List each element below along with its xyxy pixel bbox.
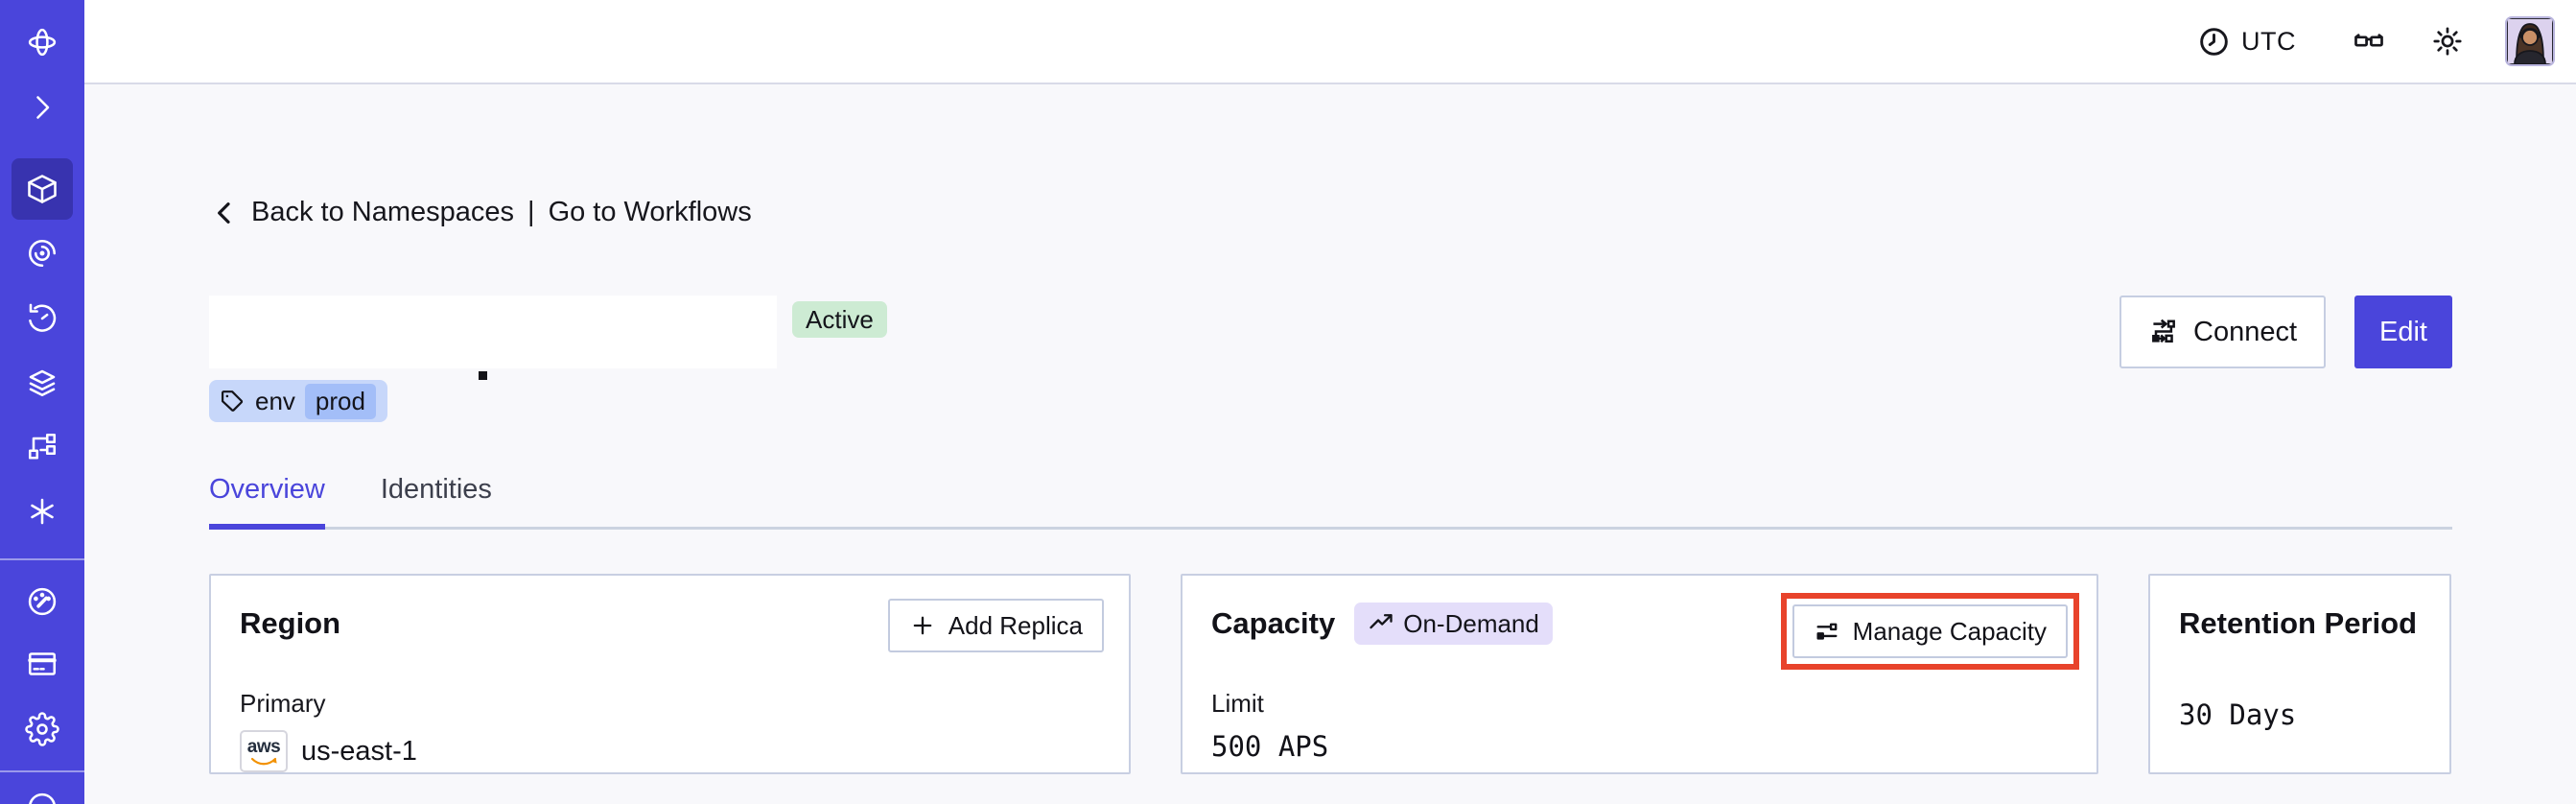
region-card-title: Region: [240, 606, 341, 640]
capacity-card-title: Capacity: [1211, 606, 1336, 640]
gauge-icon: [28, 587, 57, 616]
namespace-title-row: Active Connect Edit: [209, 296, 2452, 380]
aws-smile-arc: [250, 757, 277, 765]
manage-capacity-button[interactable]: Manage Capacity: [1791, 604, 2068, 658]
sidebar-expand-button[interactable]: [25, 90, 59, 125]
sidebar: [0, 0, 84, 804]
labs-mode-button[interactable]: [2352, 24, 2386, 59]
layers-icon: [29, 369, 56, 397]
workflows-link-label: Go to Workflows: [548, 197, 752, 227]
highlight-annotation: Manage Capacity: [1780, 593, 2079, 670]
gear-icon: [25, 712, 59, 746]
namespace-title-redacted: [209, 296, 777, 380]
sidebar-item-usage[interactable]: [25, 584, 59, 619]
clock-countdown-icon: [29, 303, 57, 332]
sidebar-item-settings[interactable]: [25, 712, 59, 746]
timezone-button[interactable]: UTC: [2197, 25, 2296, 59]
clock-icon: [2200, 27, 2228, 56]
region-card: Region Add Replica Primary aws us-east-1: [209, 574, 1131, 774]
sidebar-item-schedules[interactable]: [25, 301, 59, 336]
sidebar-item-deployments[interactable]: [25, 430, 59, 464]
redaction-artifact: [479, 371, 487, 380]
plus-icon: [913, 616, 932, 635]
manage-capacity-label: Manage Capacity: [1852, 616, 2047, 646]
top-bar: UTC: [84, 0, 2576, 84]
add-replica-label: Add Replica: [948, 610, 1083, 640]
theme-toggle-button[interactable]: [2430, 24, 2465, 59]
spiral-icon: [28, 239, 57, 268]
tab-identities[interactable]: Identities: [380, 474, 492, 505]
retention-value: 30 Days: [2179, 698, 2297, 731]
namespace-tag: env prod: [209, 380, 387, 422]
back-to-namespaces-link[interactable]: Back to Namespaces: [209, 197, 514, 228]
retention-card-title: Retention Period: [2179, 606, 2418, 640]
chevron-right-icon: [36, 96, 50, 119]
connect-flow-icon: [2152, 319, 2175, 343]
branch-icon: [28, 433, 57, 460]
region-value: us-east-1: [301, 735, 417, 767]
tab-bar: Overview Identities: [209, 474, 2452, 530]
sidebar-item-namespaces[interactable]: [12, 158, 73, 220]
circle-icon: [29, 792, 56, 804]
tag-value-chip: prod: [304, 383, 376, 419]
add-replica-button[interactable]: Add Replica: [887, 599, 1104, 652]
connect-button[interactable]: Connect: [2119, 296, 2327, 368]
timezone-label: UTC: [2241, 26, 2296, 56]
capacity-value: 500 APS: [1211, 730, 1329, 763]
edit-button[interactable]: Edit: [2354, 296, 2452, 368]
sidebar-divider: [0, 558, 84, 560]
primary-label: Primary: [240, 689, 326, 718]
sidebar-item-support[interactable]: [25, 787, 59, 804]
sidebar-item-nexus[interactable]: [25, 494, 59, 529]
go-to-workflows-link[interactable]: Go to Workflows: [549, 197, 752, 228]
cube-icon: [28, 175, 57, 203]
on-demand-label: On-Demand: [1403, 608, 1539, 638]
breadcrumb-separator: |: [527, 197, 535, 227]
sidebar-item-billing[interactable]: [25, 647, 59, 681]
summary-cards: Region Add Replica Primary aws us-east-1: [209, 574, 2452, 774]
main-content: Back to Namespaces | Go to Workflows Act…: [84, 84, 2576, 804]
breadcrumb: Back to Namespaces | Go to Workflows: [209, 197, 2452, 228]
sliders-icon: [1816, 623, 1838, 640]
user-avatar-image: [2507, 18, 2553, 64]
sidebar-item-workflows[interactable]: [25, 236, 59, 271]
tag-row: env prod: [209, 380, 2452, 422]
trending-up-icon: [1370, 614, 1393, 629]
sidebar-divider: [0, 770, 84, 772]
back-link-label: Back to Namespaces: [251, 197, 515, 227]
user-avatar-button[interactable]: [2505, 16, 2555, 66]
on-demand-badge: On-Demand: [1354, 603, 1553, 645]
limit-label: Limit: [1211, 689, 1264, 718]
tab-overview[interactable]: Overview: [209, 474, 325, 530]
connect-button-label: Connect: [2193, 316, 2298, 347]
glasses-icon: [2354, 34, 2383, 47]
asterisk-icon: [31, 498, 54, 525]
credit-card-icon: [28, 652, 57, 675]
capacity-card: Capacity On-Demand Manage Capacity Limit…: [1181, 574, 2098, 774]
chevron-left-icon: [218, 201, 230, 224]
tag-icon: [221, 390, 244, 412]
aws-provider-icon: aws: [240, 730, 288, 772]
sun-icon: [2433, 27, 2462, 56]
tag-key-label: env: [255, 386, 295, 415]
status-badge: Active: [792, 301, 887, 338]
temporal-logo-icon[interactable]: [25, 25, 59, 59]
sidebar-item-stacks[interactable]: [25, 366, 59, 400]
retention-card: Retention Period 30 Days: [2148, 574, 2451, 774]
